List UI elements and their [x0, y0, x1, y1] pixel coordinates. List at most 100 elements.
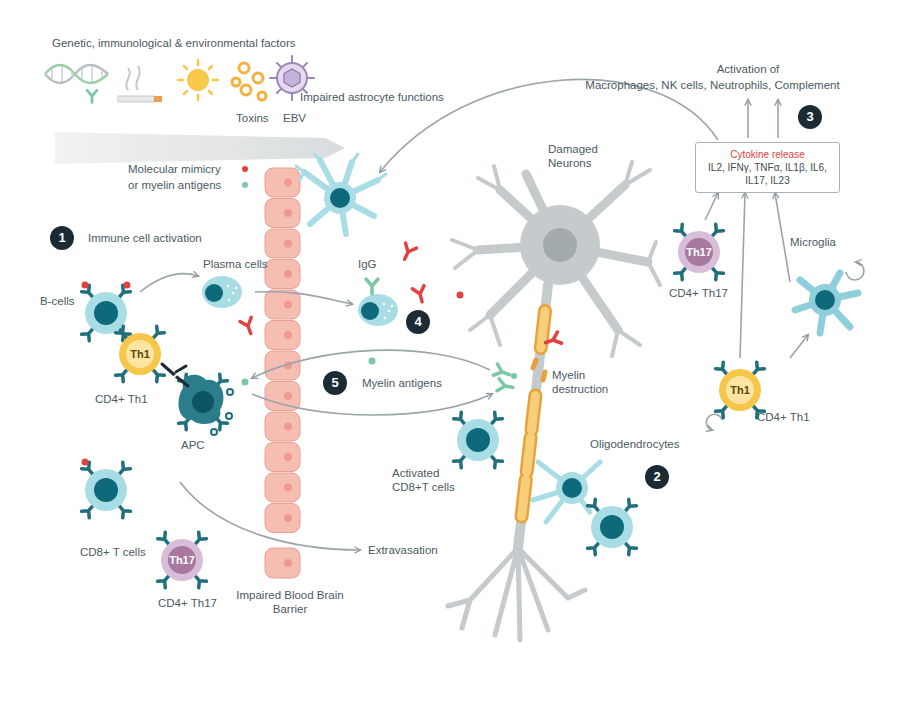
neuron-part	[452, 162, 660, 356]
annotation-label: Impaired astrocyte functions	[300, 90, 444, 104]
glia-nucleus	[815, 290, 835, 310]
antibodies-part	[240, 317, 256, 335]
annotation-label: Myelin destruction	[552, 368, 627, 396]
annotation-label: IgG	[358, 257, 377, 271]
pathway-arrows-part	[706, 414, 722, 430]
immune-cells-part-part	[227, 285, 230, 288]
factor-icons-part	[52, 66, 102, 82]
annotation-label: Toxins	[236, 111, 269, 125]
factor-icons-part-part	[239, 63, 249, 73]
cell-type: Th17	[679, 244, 719, 260]
antibodies-part	[457, 292, 464, 299]
neuron-body	[520, 205, 600, 285]
connector-arrow	[705, 193, 718, 220]
callout-number: 1	[50, 226, 74, 250]
neuron-part	[448, 548, 585, 640]
neuron-part	[518, 285, 548, 548]
blood-brain-barrier-part	[265, 168, 300, 197]
antibodies	[240, 243, 562, 393]
factor-icons-part	[284, 69, 300, 87]
cell-receptors	[716, 362, 765, 417]
pathway-arrows-part	[846, 262, 864, 280]
immune-cells-part	[202, 276, 242, 308]
pathway-arrows	[140, 79, 864, 550]
factor-icons-part	[126, 66, 139, 90]
factor-icons-part	[232, 63, 266, 100]
cell-receptors	[116, 326, 165, 381]
pathway-arrows-part	[252, 394, 492, 415]
immune-cells-part-part	[226, 413, 232, 419]
annotation-label: Impaired Blood Brain Barrier	[230, 588, 350, 616]
glia-body	[809, 284, 841, 316]
immune-cells-part-part	[211, 429, 217, 435]
myelin-sheath-part	[533, 360, 545, 380]
oligodendrocyte-body	[556, 472, 588, 504]
t-cell: Th1CD4+ Th1	[712, 358, 812, 424]
annotation-label: Immune cell activation	[88, 231, 202, 245]
oligodendrocyte	[533, 462, 600, 522]
immune-cells-part-part	[232, 292, 235, 295]
immune-cells-part-part	[235, 287, 238, 290]
immune-cells-part	[361, 302, 379, 320]
factor-icons-part-part	[253, 73, 263, 83]
immune-cells	[82, 276, 637, 555]
cell-name: Microglia	[790, 235, 836, 249]
immune-cells-part	[588, 499, 637, 554]
callout-number: 3	[798, 105, 822, 129]
antibodies-part	[399, 243, 416, 262]
cell-body	[716, 362, 765, 417]
immune-cells-part-part	[391, 305, 394, 308]
immune-cells-part	[82, 459, 89, 466]
oligodendrocyte-part	[533, 462, 600, 522]
antibodies-part	[497, 379, 514, 393]
immune-cells-part	[227, 285, 238, 302]
factor-icons-part-part	[258, 92, 266, 100]
cell-body	[116, 326, 165, 381]
t-cell: Th17CD4+ Th17	[150, 528, 230, 612]
annotation-label: Genetic, immunological & environmental f…	[52, 36, 296, 50]
annotation-label: Activation of	[700, 62, 796, 76]
myelin-sheath-part-part	[522, 311, 545, 516]
annotation-label: Extravasation	[368, 543, 438, 557]
connector-arrow	[740, 193, 745, 358]
factor-icons-part	[277, 63, 307, 93]
t-cell: Th17CD4+ Th17	[663, 220, 739, 302]
cytokine-box: Cytokine releaseIL2, IFNγ, TNFα, IL1β, I…	[695, 142, 840, 193]
blood-brain-barrier-part	[265, 260, 300, 289]
antigen-dot	[242, 182, 248, 188]
blood-brain-barrier-part	[284, 484, 292, 492]
astrocyte-part	[304, 160, 378, 234]
factor-icons-part	[178, 60, 218, 100]
blood-brain-barrier-part	[284, 240, 292, 248]
myelin-sheath	[522, 311, 545, 516]
blood-brain-barrier-part	[265, 290, 300, 319]
cell-type: Th1	[720, 382, 760, 398]
antibodies-part	[242, 379, 249, 386]
astrocyte-part	[296, 154, 386, 180]
blood-brain-barrier-part	[284, 331, 292, 339]
cell-body	[158, 532, 207, 587]
annotation-label: EBV	[283, 111, 306, 125]
blood-brain-barrier-part	[284, 514, 292, 522]
cell-receptors	[158, 532, 207, 587]
t-cell: Th1CD4+ Th1	[95, 322, 175, 408]
cell-body	[675, 224, 724, 279]
blood-brain-barrier-part	[265, 412, 300, 441]
blood-brain-barrier-part	[265, 548, 300, 578]
blood-brain-barrier-part	[284, 270, 292, 278]
myelin-sheath-part-part	[522, 311, 545, 516]
pathway-arrows-part	[255, 292, 352, 304]
factor-icons-part-part	[232, 78, 240, 86]
cell-membrane	[678, 231, 720, 273]
microglia-cell: Microglia	[790, 235, 865, 335]
cell-membrane	[119, 333, 161, 375]
cell-name: CD4+ Th1	[95, 392, 148, 406]
neuron	[448, 162, 660, 640]
blood-brain-barrier-part	[265, 443, 300, 472]
mimicry-dot	[242, 166, 248, 172]
immune-cells-part	[358, 294, 398, 326]
blood-brain-barrier-part	[284, 559, 292, 567]
factor-icons-part	[187, 69, 209, 91]
blood-brain-barrier-part	[284, 301, 292, 309]
